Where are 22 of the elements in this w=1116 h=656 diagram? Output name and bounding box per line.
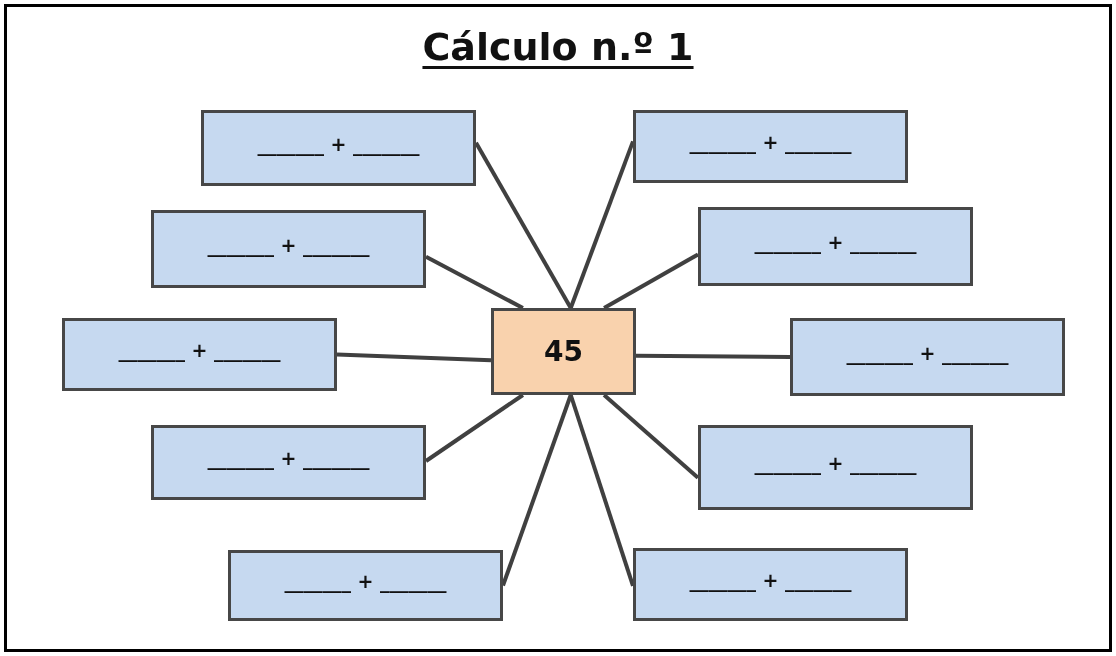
sum-box: _______ + _______ [201, 110, 476, 186]
sum-box: _______ + _______ [633, 548, 908, 621]
connector-line [568, 394, 635, 587]
connector-line [568, 140, 635, 309]
sum-box: _______ + _______ [151, 210, 426, 288]
connector-line [603, 252, 699, 310]
connector-line [474, 141, 573, 309]
connector-line [501, 394, 573, 587]
connector-line [602, 393, 700, 480]
sum-box: _______ + _______ [228, 550, 503, 621]
connector-line [336, 352, 492, 363]
sum-box: _______ + _______ [151, 425, 426, 500]
connector-line [636, 353, 790, 359]
sum-box: _______ + _______ [633, 110, 908, 183]
sum-box: _______ + _______ [790, 318, 1065, 396]
title: Cálculo n.º 1 [422, 24, 694, 71]
target-number-box: 45 [491, 308, 636, 395]
sum-box: _______ + _______ [698, 425, 973, 510]
connector-line [424, 393, 525, 463]
sum-box: _______ + _______ [698, 207, 973, 286]
sum-box: _______ + _______ [62, 318, 337, 391]
connector-line [425, 255, 524, 310]
